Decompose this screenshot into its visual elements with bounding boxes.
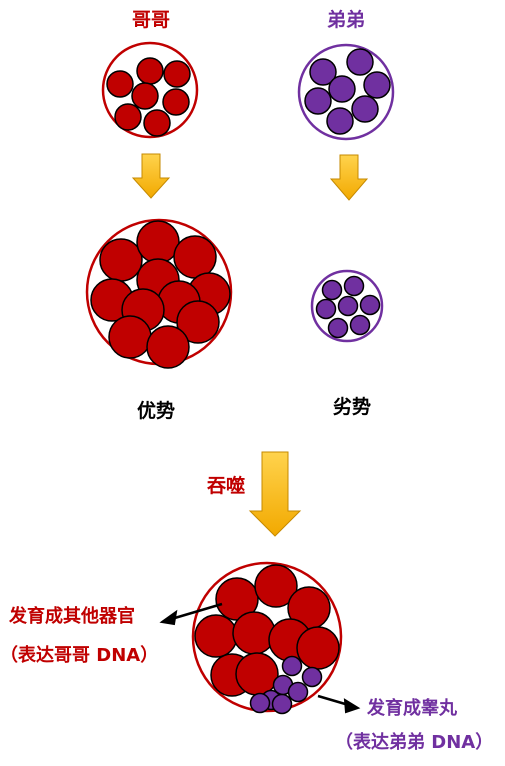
testis-label: 发育成睾丸 bbox=[367, 698, 457, 719]
inferior-cluster bbox=[310, 269, 384, 343]
other-organs-dna-label: （表达哥哥 DNA） bbox=[0, 645, 159, 666]
pointer-arrow-testis bbox=[317, 694, 361, 714]
dominant-label: 优势 bbox=[137, 400, 176, 422]
swallow-label: 吞噬 bbox=[207, 475, 246, 497]
younger-brother-label: 弟弟 bbox=[327, 9, 366, 31]
down-arrow-left bbox=[131, 153, 171, 199]
testis-dna-label: （表达弟弟 DNA） bbox=[335, 732, 494, 753]
other-organs-label: 发育成其他器官 bbox=[9, 606, 135, 627]
swallow-arrow bbox=[248, 451, 302, 537]
younger-brother-cluster bbox=[297, 43, 395, 141]
pointer-arrow-organs bbox=[159, 602, 223, 626]
dominant-cluster bbox=[85, 218, 233, 369]
down-arrow-right bbox=[329, 154, 369, 201]
older-brother-label: 哥哥 bbox=[132, 9, 171, 31]
older-brother-cluster bbox=[101, 41, 199, 139]
chimera-cluster bbox=[191, 561, 343, 715]
inferior-label: 劣势 bbox=[333, 396, 372, 418]
